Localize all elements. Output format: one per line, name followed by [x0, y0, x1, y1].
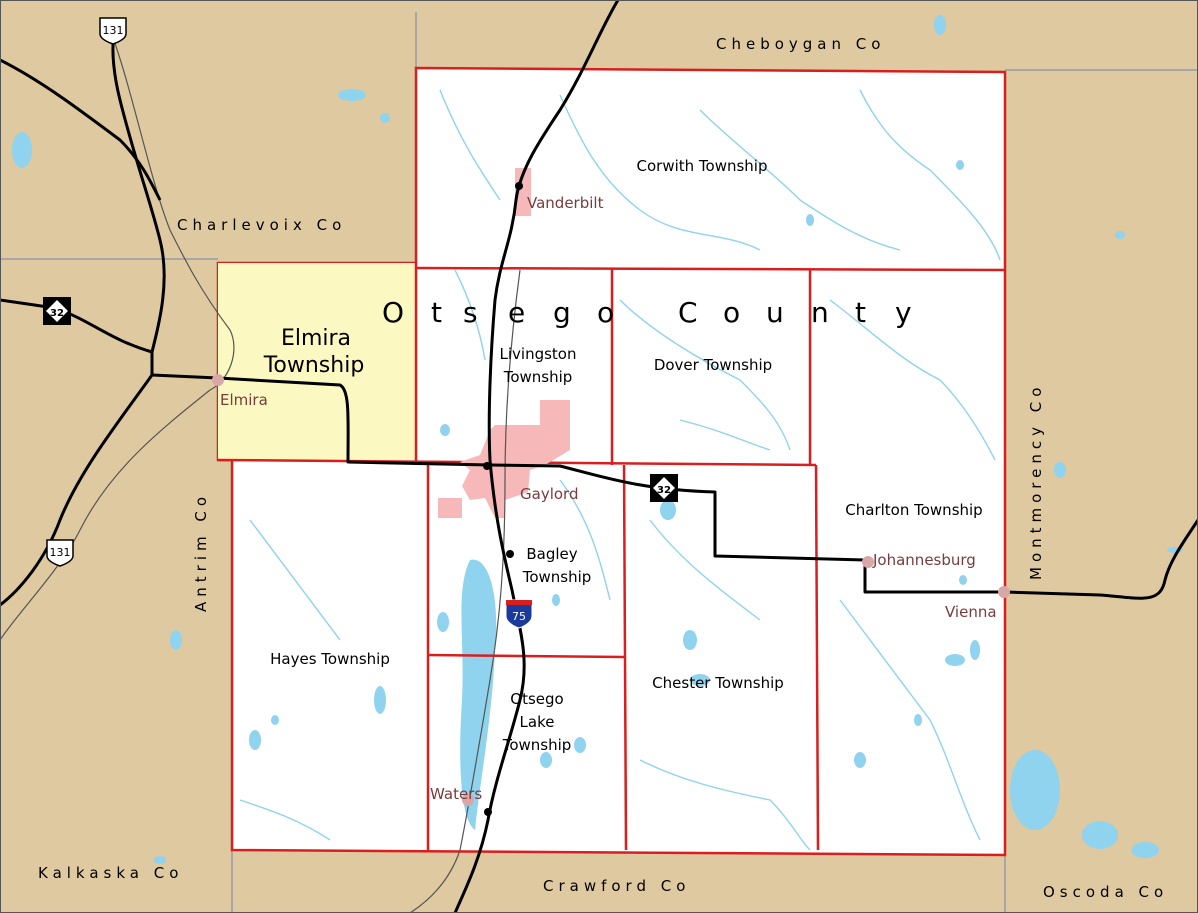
m-32-west-icon: 32 [43, 297, 71, 325]
us-131-north-label: 131 [103, 24, 124, 37]
label-crawford-co: Crawford Co [543, 877, 690, 895]
interchanges [483, 182, 523, 816]
title-letter-11: t [855, 296, 866, 329]
i-75-label: 75 [512, 610, 526, 623]
place-markers [212, 374, 1010, 806]
label-waters: Waters [430, 785, 482, 803]
i-75-icon: 75 [505, 599, 533, 629]
label-livingston-township-2: Township [503, 368, 573, 386]
title-letter-1: O [382, 296, 404, 329]
label-corwith-township: Corwith Township [637, 157, 768, 175]
label-montmorency-co: Montmorency Co [1027, 383, 1045, 580]
m-32-east-icon: 32 [650, 474, 678, 502]
label-vanderbilt: Vanderbilt [527, 194, 604, 212]
label-chester-township: Chester Township [652, 674, 784, 692]
water-bodies [12, 15, 1183, 864]
county-title: O t s e g o C o u n t y [382, 296, 912, 329]
rivers [239, 89, 1001, 851]
title-letter-7: C [678, 296, 698, 329]
title-letter-8: o [723, 296, 740, 329]
us-131-north-icon: 131 [99, 17, 127, 45]
m-32-east-label: 32 [657, 485, 671, 496]
m-32-west-label: 32 [50, 308, 64, 319]
label-elmira-township-2: Township [263, 353, 365, 378]
title-letter-10: n [811, 296, 829, 329]
label-otsego-lake-township-3: Township [502, 736, 572, 754]
label-vienna: Vienna [945, 603, 997, 621]
label-elmira-township-1: Elmira [281, 326, 351, 351]
title-letter-9: u [766, 296, 784, 329]
label-antrim-co: Antrim Co [192, 492, 210, 612]
title-letter-5: g [553, 296, 571, 329]
label-bagley-township-1: Bagley [526, 545, 577, 563]
label-charlevoix-co: Charlevoix Co [177, 216, 346, 234]
us-131-south-label: 131 [50, 546, 71, 559]
title-letter-6: o [597, 296, 614, 329]
label-livingston-township-1: Livingston [500, 345, 577, 363]
label-johannesburg: Johannesburg [872, 551, 976, 569]
label-hayes-township: Hayes Township [270, 650, 390, 668]
elmira-township-highlight [218, 263, 416, 460]
label-dover-township: Dover Township [654, 356, 772, 374]
urban-areas [438, 168, 570, 518]
label-otsego-lake-township-2: Lake [520, 713, 555, 731]
label-bagley-township-2: Township [522, 568, 592, 586]
label-oscoda-co: Oscoda Co [1043, 883, 1168, 901]
us-131-south-icon: 131 [46, 539, 74, 567]
label-elmira: Elmira [220, 391, 268, 409]
title-letter-3: s [463, 296, 478, 329]
title-letter-4: e [508, 296, 525, 329]
label-cheboygan-co: Cheboygan Co [716, 35, 885, 53]
label-kalkaska-co: Kalkaska Co [38, 864, 183, 882]
label-otsego-lake-township-1: Otsego [510, 690, 563, 708]
title-letter-12: y [895, 296, 912, 329]
label-gaylord: Gaylord [520, 485, 578, 503]
title-letter-2: t [431, 296, 442, 329]
label-charlton-township: Charlton Township [845, 501, 982, 519]
